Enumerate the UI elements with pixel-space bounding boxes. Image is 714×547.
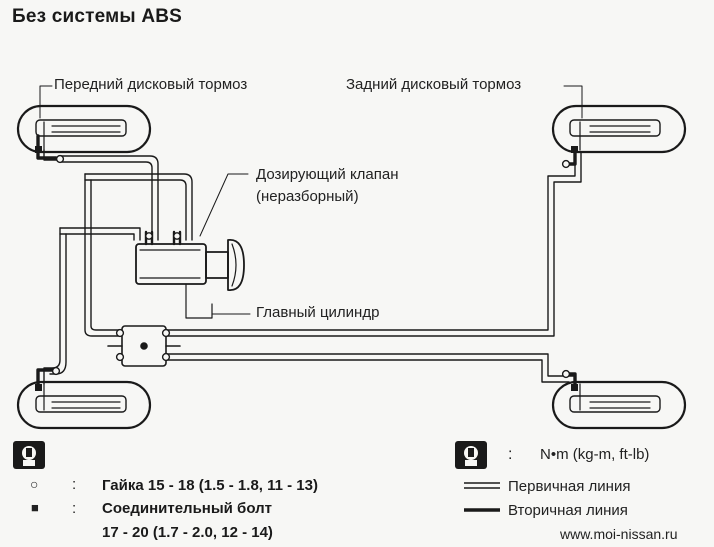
- leader-lines: [39, 85, 583, 315]
- torque-wrench-icon: [13, 441, 45, 469]
- rear-left-brake: [16, 380, 152, 430]
- legend-line-samples: [464, 482, 500, 512]
- proportioning-valve-label: Дозирующий клапан: [256, 166, 399, 183]
- proportioning-valve: [107, 325, 181, 367]
- units-colon: :: [508, 446, 513, 463]
- rear-right-lower-brake: [551, 380, 687, 430]
- nut-torque-label: Гайка 15 - 18 (1.5 - 1.8, 11 - 13): [102, 477, 318, 494]
- secondary-line-label: Вторичная линия: [508, 502, 628, 519]
- fitting-markers: [35, 146, 578, 391]
- master-cylinder-label: Главный цилиндр: [256, 304, 380, 321]
- front-brake-label: Передний дисковый тормоз: [54, 76, 248, 93]
- bolt-label: Соединительный болт: [102, 500, 272, 517]
- rear-right-brake: [551, 104, 687, 154]
- primary-lines: [43, 149, 582, 385]
- torque-units: N•m (kg-m, ft-lb): [540, 446, 650, 463]
- page-title: Без системы ABS: [12, 6, 183, 27]
- bolt-colon: :: [72, 500, 77, 517]
- watermark: www.moi-nissan.ru: [560, 526, 678, 542]
- bolt-symbol: ■: [31, 500, 39, 515]
- rear-brake-label: Задний дисковый тормоз: [346, 76, 522, 93]
- proportioning-valve-sublabel: (неразборный): [256, 188, 359, 205]
- nut-symbol: ○: [30, 476, 39, 492]
- master-cylinder: [135, 230, 245, 319]
- front-left-brake: [16, 104, 152, 154]
- torque-wrench-icon: [455, 441, 487, 469]
- bolt-torque-label: 17 - 20 (1.7 - 2.0, 12 - 14): [102, 524, 273, 541]
- primary-line-label: Первичная линия: [508, 478, 631, 495]
- nut-colon: :: [72, 476, 77, 493]
